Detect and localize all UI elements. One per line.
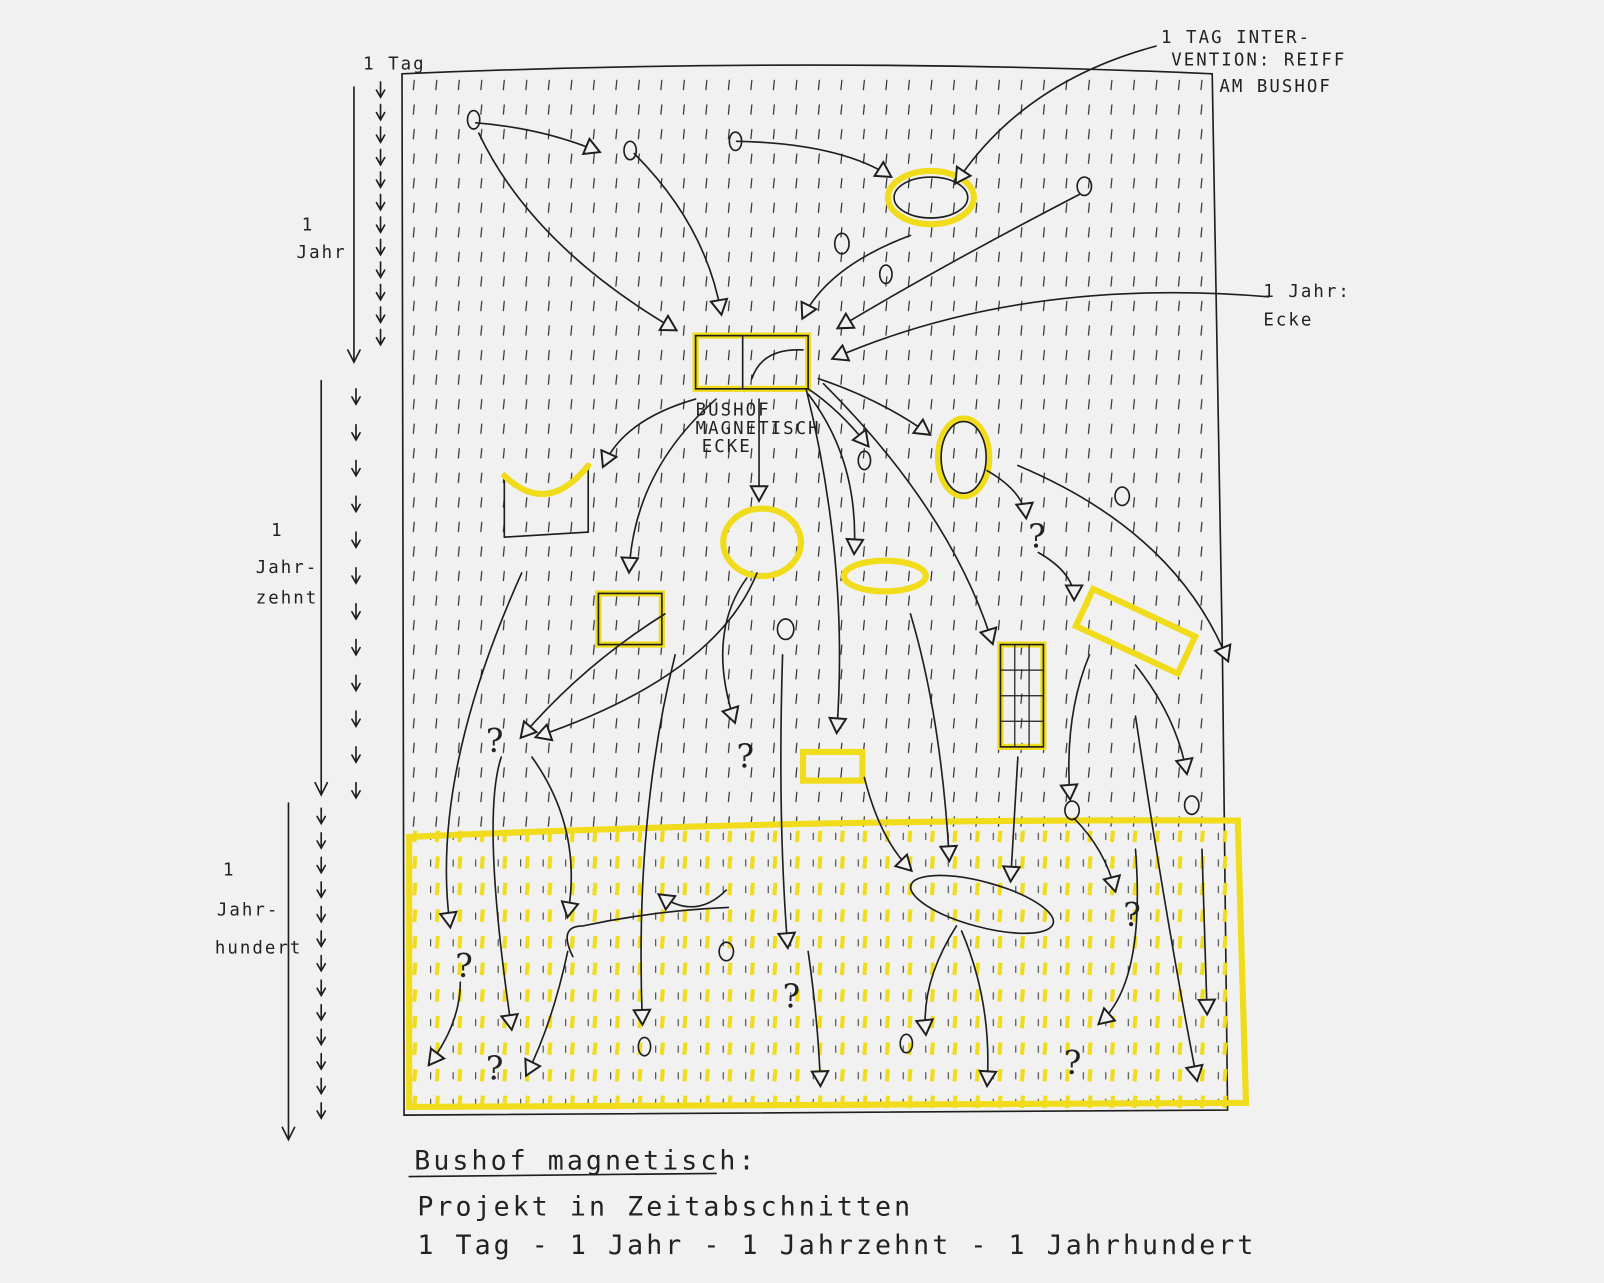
century-zone	[409, 830, 1240, 1109]
flow-arrows	[430, 45, 1270, 1084]
dashed-field	[404, 76, 1218, 829]
tick-arrow	[375, 171, 386, 189]
tick-arrow	[375, 238, 386, 257]
island-object	[840, 557, 929, 595]
tick-arrow	[375, 148, 386, 167]
tick-arrow	[351, 746, 361, 764]
label-corner-1: 1 Jahr:	[1263, 282, 1351, 302]
label-decade-1: 1	[271, 521, 284, 541]
bushof-object	[692, 332, 812, 392]
svg-text:?: ?	[455, 947, 473, 985]
tick-arrow	[351, 567, 361, 585]
tick-arrow	[375, 216, 386, 234]
tick-arrow	[316, 979, 327, 998]
svg-text:?: ?	[737, 737, 755, 775]
tick-arrow	[351, 423, 361, 442]
tick-arrow	[316, 831, 327, 850]
century-zone-border	[406, 817, 1250, 1111]
tick-arrow	[351, 781, 361, 800]
caption-line1: Projekt in Zeitabschnitten	[417, 1191, 913, 1222]
tick-arrow	[316, 856, 327, 875]
tick-arrow	[316, 1003, 327, 1022]
tick-arrow	[375, 261, 386, 279]
label-intervention-1: 1 TAG INTER-	[1161, 28, 1311, 48]
path-object	[566, 906, 730, 958]
tick-arrow	[316, 1028, 327, 1047]
label-century-1: 1	[223, 861, 236, 881]
tick-arrow	[316, 881, 327, 899]
label-century-3: hundert	[215, 939, 303, 959]
tick-arrow	[375, 103, 386, 122]
svg-text:?: ?	[1028, 517, 1046, 555]
tick-arrow	[316, 1052, 327, 1071]
tick-arrow	[351, 459, 361, 478]
ring-object	[720, 505, 805, 580]
label-century-2: Jahr-	[217, 901, 280, 921]
timeline	[281, 86, 361, 1142]
caption-line2: 1 Tag - 1 Jahr - 1 Jahrzehnt - 1 Jahrhun…	[417, 1230, 1256, 1261]
question-marks: ??? ??? ??	[455, 517, 1141, 1087]
tick-arrow	[316, 905, 327, 924]
label-year-1: 1	[302, 215, 315, 235]
tick-arrow	[351, 674, 361, 693]
tick-arrow	[375, 283, 386, 302]
tick-arrow	[351, 495, 361, 514]
reiff-intervention	[884, 167, 977, 228]
timeline-ticks	[316, 81, 386, 1120]
tick-arrow	[351, 602, 361, 621]
stairs-object	[799, 748, 866, 784]
label-decade-2: Jahr-	[256, 558, 319, 578]
tick-arrow	[375, 193, 386, 212]
svg-text:?: ?	[1123, 896, 1141, 934]
svg-text:?: ?	[783, 978, 801, 1016]
oval-object	[934, 415, 993, 500]
tick-arrow	[375, 126, 386, 144]
label-year-2: Jahr	[297, 243, 347, 263]
tick-arrow	[351, 531, 361, 550]
svg-text:?: ?	[486, 1049, 504, 1087]
tick-arrow	[316, 930, 327, 948]
svg-text:?: ?	[486, 722, 504, 760]
tick-arrow	[375, 81, 386, 99]
svg-text:?: ?	[1064, 1044, 1082, 1082]
tick-arrow	[316, 807, 327, 826]
tick-arrow	[351, 638, 361, 657]
label-intervention-3: AM BUSHOF	[1219, 77, 1332, 97]
caption-underline	[408, 1172, 717, 1178]
marker-circles	[466, 109, 1200, 1057]
tick-arrow	[351, 710, 361, 729]
label-corner-2: Ecke	[1263, 310, 1313, 330]
pool-object	[909, 874, 1055, 935]
label-intervention-2: VENTION: REIFF	[1171, 51, 1346, 71]
field-border	[401, 64, 1229, 1116]
label-center-1: BUSHOF	[696, 400, 771, 420]
tick-arrow	[316, 1077, 327, 1096]
label-day: 1 Tag	[363, 55, 426, 75]
tick-arrow	[351, 388, 361, 406]
label-center-3: ECKE	[702, 437, 752, 457]
tick-arrow	[375, 328, 386, 347]
tick-arrow	[316, 954, 327, 973]
tick-arrow	[316, 1102, 327, 1120]
caption-title: Bushof magnetisch:	[414, 1145, 757, 1176]
tick-arrow	[375, 306, 386, 324]
panel-object	[1071, 584, 1200, 678]
label-decade-3: zehnt	[256, 589, 319, 609]
label-center-2: MAGNETISCH	[696, 419, 821, 439]
